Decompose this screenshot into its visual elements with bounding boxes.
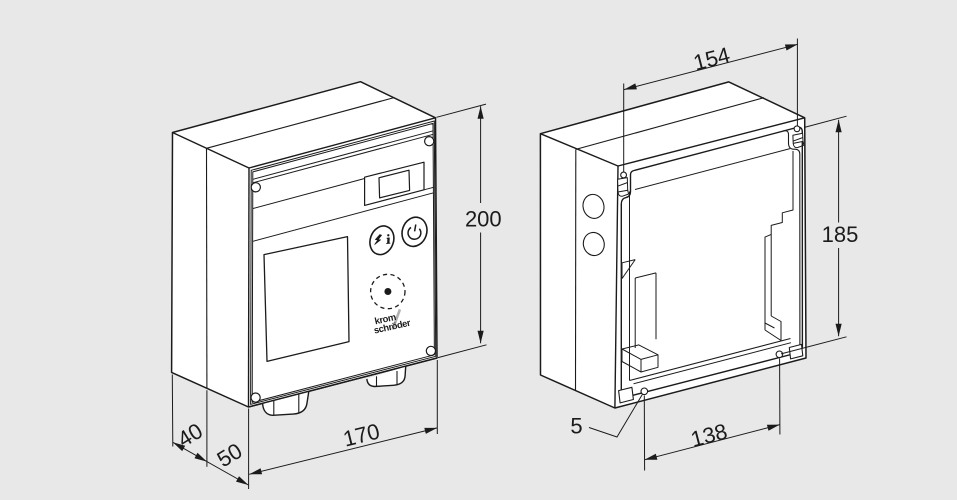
svg-text:200: 200 [465,207,502,232]
svg-text:138: 138 [688,419,730,452]
svg-text:170: 170 [341,418,383,451]
svg-text:5: 5 [570,414,582,439]
svg-text:185: 185 [822,222,859,247]
svg-text:50: 50 [213,438,247,472]
svg-text:krom: krom [373,311,396,326]
svg-text:154: 154 [691,42,733,75]
